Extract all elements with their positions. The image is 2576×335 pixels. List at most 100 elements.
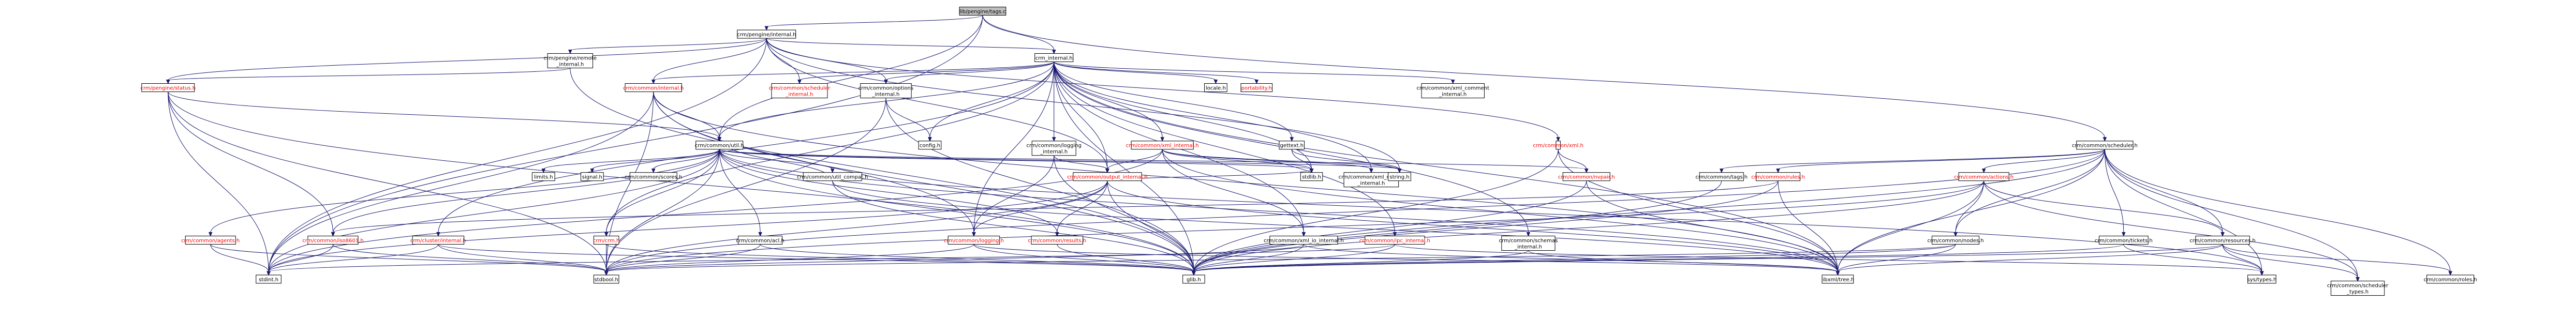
edge-options_internal-to-config [885, 98, 932, 142]
node-box [625, 83, 682, 93]
node-config: config.h [918, 141, 942, 150]
edge-common_scheduler-to-common_nodes [1953, 149, 2105, 237]
node-xml-internal[interactable]: crm/common/xml_internal.h [1126, 141, 1199, 150]
node-portability[interactable]: portability.h [1240, 83, 1273, 93]
node-scheduler-internal[interactable]: crm/common/scheduler_internal.h [769, 83, 831, 99]
node-signal: signal.h [580, 172, 604, 181]
node-box [1388, 172, 1411, 181]
edge-xml_io_internal-to-libxml_tree [1303, 244, 1840, 276]
edge-pengine_internal-to-crm_internal [766, 38, 1056, 54]
edge-common_util-to-sys_types [719, 149, 2264, 276]
edge-common_resources-to-libxml_tree [1835, 244, 2223, 276]
node-label: _internal.h [786, 92, 813, 98]
node-label: libxml/tree.h [1822, 277, 1854, 283]
edge-common_internal-to-stdbool [604, 92, 654, 276]
edge-crm_internal-to-logging_internal [1052, 62, 1056, 142]
node-pengine-status[interactable]: crm/pengine/status.h [140, 83, 196, 93]
node-box [1182, 275, 1205, 284]
edge-common_scheduler-to-scheduler_types [2104, 149, 2360, 282]
edge-common_util-to-nvpair [719, 149, 1589, 173]
node-box [1756, 172, 1801, 181]
node-box [580, 172, 604, 181]
node-cluster-internal[interactable]: crm/cluster/internal.h [410, 236, 466, 245]
edge-common_tickets-to-sys_types [2123, 244, 2264, 276]
node-common-resources: crm/common/resources.h [2189, 236, 2256, 245]
node-box [547, 53, 594, 68]
node-crm-h[interactable]: crm/crm.h [593, 236, 619, 245]
node-label: stdlib.h [1302, 175, 1321, 180]
edge-common_logging-to-libxml_tree [973, 244, 1840, 276]
node-xml-io-internal: crm/common/xml_io_internal.h [1264, 236, 1344, 245]
node-label: crm/common/logging.h [944, 238, 1004, 244]
node-libxml-tree: libxml/tree.h [1822, 275, 1854, 284]
node-box [2247, 275, 2276, 284]
node-stdlib: stdlib.h [1300, 172, 1323, 181]
node-label: crm/common/ipc_internal.h [1359, 238, 1430, 244]
edge-pengine_remote-to-glib [570, 68, 1196, 276]
node-logging-internal: crm/common/logging_internal.h [1026, 141, 1082, 156]
node-options-internal: crm/common/options_internal.h [858, 83, 913, 99]
node-label: crm/pengine/status.h [140, 86, 196, 92]
node-iso8601[interactable]: crm/common/iso8601.h [302, 236, 364, 245]
node-common-tags: crm/common/tags.h [1695, 172, 1748, 181]
node-label: crm/common/options [858, 86, 913, 92]
node-label: limits.h [534, 175, 553, 180]
edge-pengine_internal-to-string [766, 38, 1402, 173]
node-label: crm/common/schemas [1499, 238, 1558, 244]
node-box [1300, 172, 1323, 181]
edge-common_resources-to-glib [1192, 244, 2223, 276]
edge-xml_internal-to-xml_io_internal [1162, 149, 1306, 237]
edge-logging_internal-to-output_internal [1054, 155, 1109, 173]
node-box [771, 83, 828, 99]
edge-pengine_tags-to-pengine_internal [764, 15, 983, 31]
node-label: crm/common/iso8601.h [302, 238, 364, 244]
edge-common_util-to-common_acl [719, 149, 762, 237]
node-sys-types: sys/types.h [2247, 275, 2277, 284]
node-label: locale.h [1206, 86, 1226, 92]
node-label: crm/common/util_compat.h [797, 175, 868, 180]
node-schemas-internal: crm/common/schemas_internal.h [1499, 236, 1558, 251]
node-box [2330, 281, 2385, 296]
edge-nvpair-to-glib [1192, 180, 1587, 276]
node-box [1556, 141, 1561, 150]
node-common-scheduler: crm/common/scheduler.h [2072, 141, 2138, 150]
node-box [1562, 172, 1610, 181]
node-label: crm/common/scheduler [769, 86, 831, 92]
node-label: crm/common/resources.h [2189, 238, 2255, 244]
node-output-internal[interactable]: crm/common/output_internal.h [1067, 172, 1148, 181]
node-box [860, 83, 912, 99]
edge-common_internal-to-stdint [267, 92, 654, 276]
edge-crm_internal-to-portability [1054, 62, 1259, 84]
node-label: sys/types.h [2247, 277, 2277, 283]
node-nvpair[interactable]: crm/common/nvpair.h [1558, 172, 1615, 181]
node-box [2426, 275, 2475, 284]
node-label: gettext.h [1280, 143, 1304, 149]
node-label: crm/common/actions.h [1954, 175, 2014, 180]
node-box [593, 275, 619, 284]
node-common-rules[interactable]: crm/common/rules.h [1751, 172, 1805, 181]
node-label: crm/cluster/internal.h [410, 238, 466, 244]
node-common-internal[interactable]: crm/common/internal.h [623, 83, 684, 93]
node-common-xml[interactable]: crm/common/xml.h [1533, 141, 1583, 150]
node-box [2195, 236, 2250, 245]
node-common-actions[interactable]: crm/common/actions.h [1954, 172, 2014, 181]
edge-pengine_status-to-glib [168, 92, 1196, 276]
node-ipc-internal[interactable]: crm/common/ipc_internal.h [1359, 236, 1430, 245]
node-box [1421, 83, 1485, 99]
node-common-results[interactable]: crm/common/results.h [1028, 236, 1087, 245]
node-box [1031, 236, 1084, 245]
node-box [1034, 53, 1074, 62]
node-common-tickets: crm/common/tickets.h [2095, 236, 2153, 245]
node-common-logging[interactable]: crm/common/logging.h [944, 236, 1004, 245]
edge-crm_internal-to-output_internal [1054, 62, 1109, 173]
node-common-agents[interactable]: crm/common/agents.h [181, 236, 240, 245]
node-label: crm/common/roles.h [2424, 277, 2477, 283]
edge-common_scheduler-to-common_tickets [2104, 149, 2126, 237]
node-label: crm/common/xml_names [1339, 175, 1404, 180]
node-stdbool: stdbool.h [593, 275, 619, 284]
edge-crm_internal-to-locale [1054, 62, 1218, 84]
node-common-acl: crm/common/acl.h [736, 236, 784, 245]
edge-crm_internal-to-xml_comment [1054, 62, 1455, 84]
node-label: crm/common/results.h [1028, 238, 1087, 244]
node-label: crm/common/output_internal.h [1067, 175, 1147, 180]
